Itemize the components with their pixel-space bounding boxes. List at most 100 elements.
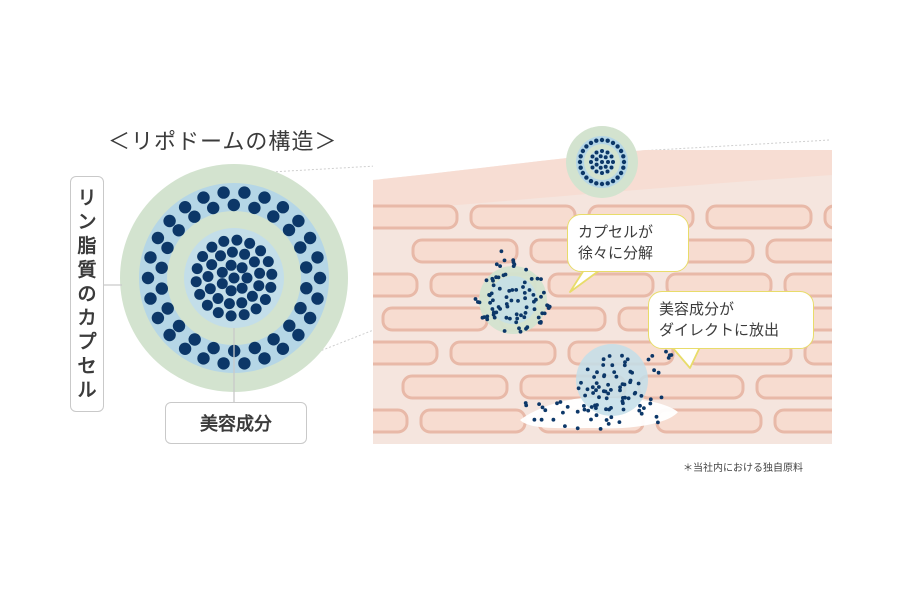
core-dot: [239, 248, 251, 260]
capsule-dot: [588, 178, 594, 184]
ingredient-dot: [524, 403, 529, 408]
ingredient-dot: [532, 307, 537, 312]
capsule-dot: [603, 164, 608, 169]
core-dot: [190, 276, 202, 288]
ingredient-dot: [638, 403, 642, 408]
ingredient-dot: [604, 407, 608, 412]
ingredient-dot: [501, 273, 506, 278]
liposome-dot: [188, 210, 201, 223]
core-dot: [241, 272, 253, 284]
ingredient-dot: [558, 400, 563, 404]
core-dot: [236, 297, 248, 309]
ingredient-dot: [514, 288, 519, 292]
skin-cell: [411, 238, 519, 264]
callout-ingredient-released: 美容成分が ダイレクトに放出: [648, 291, 814, 349]
capsule-dot: [578, 154, 583, 159]
ingredient-dot: [636, 381, 641, 386]
ingredient-dot: [516, 299, 520, 303]
core-dot: [225, 285, 237, 297]
ingredient-dot: [595, 403, 599, 407]
capsule-dot: [599, 137, 605, 143]
ingredient-dot: [491, 283, 496, 288]
ingredient-dot: [494, 262, 499, 267]
skin-cell: [783, 272, 832, 298]
core-dot: [197, 251, 209, 262]
ingredient-dot: [597, 385, 601, 389]
core-dot: [246, 290, 258, 302]
capsule-dot: [594, 150, 599, 155]
ingredient-dot: [609, 388, 613, 392]
ingredient-dot: [555, 401, 559, 406]
ingredient-dot: [618, 388, 622, 393]
ingredient-dot: [490, 307, 495, 311]
ingredient-dot: [656, 420, 660, 425]
liposome-dot: [303, 231, 317, 245]
ingredient-dot: [622, 363, 627, 368]
ingredient-dot: [603, 389, 608, 394]
liposome-dot: [294, 301, 307, 315]
ingredient-dot: [632, 391, 637, 396]
ingredient-dot: [601, 363, 606, 367]
liposome-dot: [163, 328, 176, 342]
skin-cell: [547, 272, 655, 298]
ingredient-dot: [499, 249, 504, 254]
ingredient-dot: [609, 406, 613, 410]
label-char: リ: [77, 187, 97, 209]
ingredient-dot: [621, 407, 626, 412]
ingredient-dot: [509, 298, 514, 303]
ingredient-dot: [537, 402, 541, 406]
core-dot: [236, 262, 248, 274]
liposome-dot: [303, 311, 317, 325]
callout-line: ダイレクトに放出: [659, 321, 780, 339]
liposome-dot: [155, 261, 168, 274]
callout-line: カプセルが: [578, 223, 654, 241]
ingredient-dot: [519, 313, 523, 318]
ingredient-dot: [543, 408, 548, 413]
liposome-dot: [300, 261, 313, 274]
ingredient-dot: [628, 378, 633, 383]
capsule-dot: [598, 154, 603, 159]
core-dot: [212, 293, 224, 304]
ingredient-dot: [642, 406, 646, 410]
ingredient-dot: [551, 417, 556, 422]
ingredient-dot: [545, 303, 549, 308]
ingredient-dot: [502, 258, 507, 263]
ingredient-dot: [609, 415, 614, 420]
ingredient-dot: [498, 264, 502, 268]
ingredient-dot: [518, 329, 523, 334]
capsule-dot: [584, 144, 589, 149]
ingredient-dot: [592, 375, 596, 379]
capsule-dot: [611, 160, 615, 164]
ingredient-dot: [590, 385, 595, 390]
capsule-dot: [600, 171, 604, 175]
ingredient-dot: [618, 385, 622, 390]
ingredient-dot: [597, 395, 601, 400]
liposome-structure: [120, 164, 348, 392]
liposome-dot: [227, 198, 240, 212]
ingredient-dot: [669, 353, 674, 357]
ingredient-dot: [585, 367, 590, 372]
ingredient-dot: [490, 276, 495, 281]
ingredient-dot: [594, 388, 598, 393]
ingredient-dot: [517, 326, 521, 331]
ingredient-dot: [524, 267, 528, 272]
liposome-dot: [300, 282, 313, 295]
skin-cell: [469, 204, 577, 230]
liposome-dot: [258, 191, 271, 204]
label-char: ル: [77, 379, 97, 401]
ingredient-dot: [542, 290, 546, 295]
ingredient-dot: [523, 311, 528, 315]
core-dot: [225, 259, 237, 271]
ingredient-dot: [595, 370, 599, 375]
ingredient-dot: [664, 349, 668, 354]
capsule-dot: [609, 165, 614, 170]
ingredient-dot: [510, 288, 515, 292]
capsule-dot: [590, 165, 595, 170]
capsule-dot: [580, 170, 586, 176]
liposome-dot: [151, 311, 165, 325]
liposome-dot: [178, 201, 192, 214]
ingredient-dot: [579, 380, 583, 385]
ingredient-dot: [604, 418, 609, 422]
liposome-dot: [178, 342, 192, 355]
label-char: の: [77, 283, 97, 305]
